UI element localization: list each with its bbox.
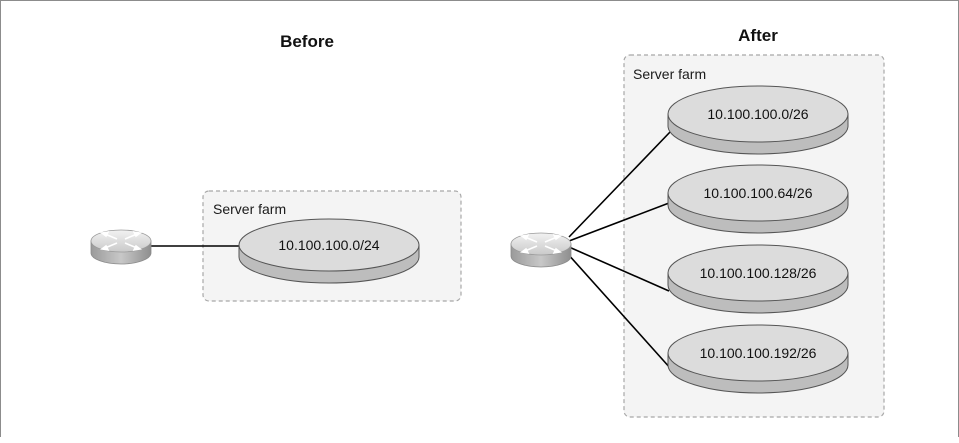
before-subnet-label: 10.100.100.0/24 xyxy=(278,237,379,253)
after-subnet-label: 10.100.100.128/26 xyxy=(700,265,817,281)
after-subnet-disk: 10.100.100.128/26 xyxy=(667,244,849,314)
after-link-line xyxy=(568,130,672,238)
after-subnet-disk: 10.100.100.192/26 xyxy=(667,324,849,394)
after-router-icon xyxy=(510,232,572,268)
before-heading: Before xyxy=(280,32,334,51)
after-link-line xyxy=(568,246,670,292)
before-router-icon xyxy=(90,229,152,265)
after-server-farm-label: Server farm xyxy=(633,66,706,82)
after-subnet-disk: 10.100.100.0/26 xyxy=(667,85,849,155)
after-link-line xyxy=(568,202,670,242)
after-subnet-disk: 10.100.100.64/26 xyxy=(667,164,849,234)
after-subnet-label: 10.100.100.64/26 xyxy=(704,185,813,201)
before-subnet-disk: 10.100.100.0/24 xyxy=(238,218,420,284)
before-server-farm-label: Server farm xyxy=(213,201,286,217)
after-subnet-label: 10.100.100.0/26 xyxy=(707,106,808,122)
after-subnet-label: 10.100.100.192/26 xyxy=(700,345,817,361)
after-link-line xyxy=(566,252,672,370)
after-links xyxy=(566,130,672,370)
after-heading: After xyxy=(738,26,778,45)
